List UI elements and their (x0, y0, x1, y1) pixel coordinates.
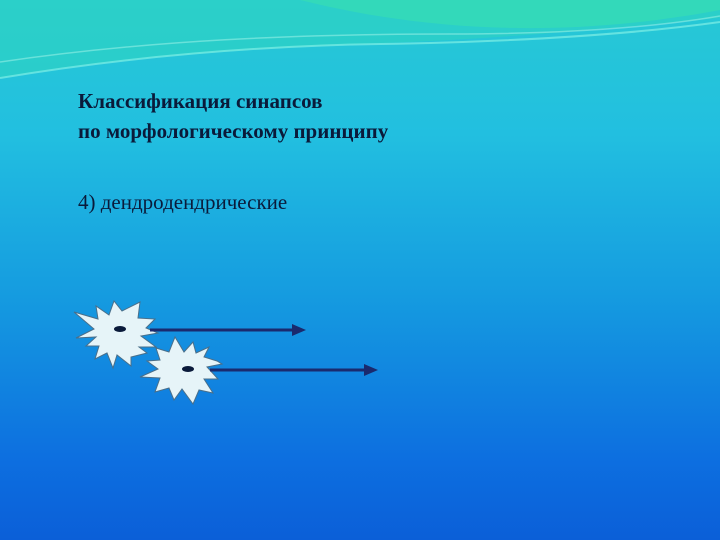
arrow-right-icon (150, 324, 306, 336)
slide-title: Классификация синапсов по морфологическо… (78, 86, 388, 146)
decorative-waves (0, 0, 720, 79)
neuron-icon (73, 299, 160, 370)
arrow-right-icon (210, 364, 378, 376)
dendrodendritic-synapse-diagram (73, 299, 378, 406)
classification-item: 4) дендродендрические (78, 190, 288, 214)
title-line-2: по морфологическому принципу (78, 119, 389, 143)
neuron-icon (139, 335, 224, 406)
title-line-1: Классификация синапсов (78, 89, 323, 113)
